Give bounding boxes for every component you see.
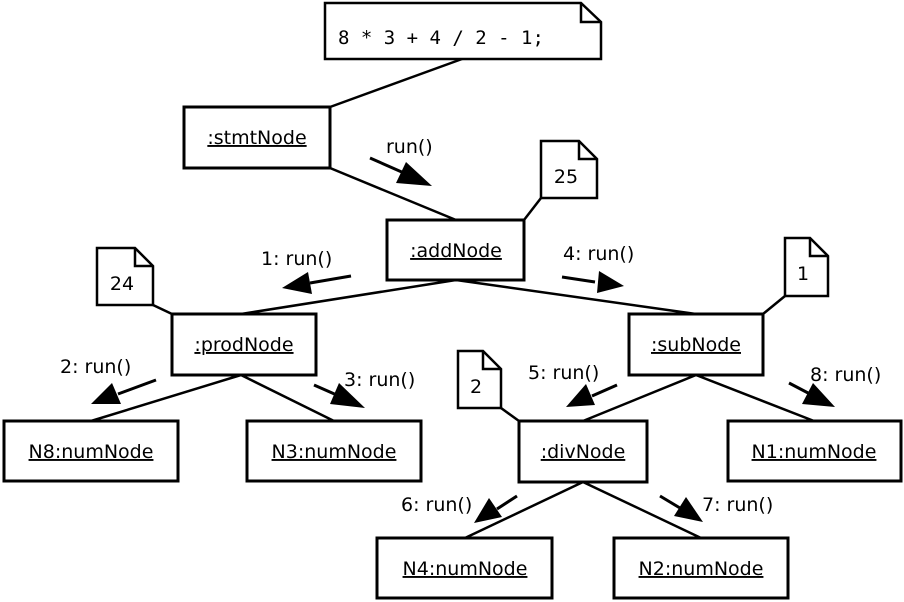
connectors <box>90 57 815 540</box>
node-n4: N4:numNode <box>375 536 554 600</box>
message-label-7: 7: run() <box>702 494 773 516</box>
node-n1: N1:numNode <box>726 419 903 483</box>
result-note-sub: 1 <box>783 236 830 298</box>
link-add-sub <box>455 278 697 316</box>
link-sub-n1 <box>695 373 815 423</box>
node-n2-label: N2:numNode <box>639 558 764 580</box>
link-add-prod <box>240 278 457 316</box>
message-arrow-6 <box>474 494 518 523</box>
node-n4-label: N4:numNode <box>403 558 528 580</box>
message-label-8: 8: run() <box>810 364 881 386</box>
message-arrow-5 <box>566 383 618 407</box>
node-prod: :prodNode <box>170 312 318 377</box>
result-note-add: 25 <box>539 139 599 200</box>
message-label-0: run() <box>386 136 433 158</box>
message-arrow-8 <box>788 381 835 407</box>
node-n2: N2:numNode <box>612 536 790 600</box>
link-note24-prod <box>152 303 173 316</box>
node-sub: :subNode <box>627 312 765 377</box>
statement-text: 8 * 3 + 4 / 2 - 1; <box>338 27 544 49</box>
link-note-stmt <box>329 57 463 109</box>
message-arrow-3 <box>313 383 365 408</box>
node-add-label: :addNode <box>410 240 502 262</box>
result-note-div-text: 2 <box>470 376 482 398</box>
link-note25-add <box>523 197 542 221</box>
node-div: :divNode <box>517 419 649 484</box>
statement-note: 8 * 3 + 4 / 2 - 1; <box>323 1 603 61</box>
result-note-div: 2 <box>456 349 503 410</box>
link-stmt-add <box>329 166 457 222</box>
link-prod-n8 <box>90 373 242 423</box>
link-div-n4 <box>464 480 584 540</box>
node-n3: N3:numNode <box>245 419 423 483</box>
message-label-2: 2: run() <box>60 356 131 378</box>
result-note-sub-text: 1 <box>797 263 809 285</box>
message-label-4: 4: run() <box>563 243 634 265</box>
node-add: :addNode <box>385 218 526 282</box>
node-stmt: :stmtNode <box>182 105 332 170</box>
node-div-label: :divNode <box>541 441 626 463</box>
message-arrow-0 <box>369 156 432 186</box>
node-n8-label: N8:numNode <box>29 441 154 463</box>
result-note-add-text: 25 <box>554 166 578 188</box>
node-n8: N8:numNode <box>2 419 180 483</box>
node-n1-label: N1:numNode <box>752 441 877 463</box>
link-note2-div <box>500 406 520 423</box>
link-sub-div <box>582 373 697 423</box>
link-div-n2 <box>582 480 702 540</box>
message-label-3: 3: run() <box>344 369 415 391</box>
result-note-prod: 24 <box>95 246 155 307</box>
result-note-prod-text: 24 <box>110 273 134 295</box>
link-note1-sub <box>762 295 786 315</box>
node-prod-label: :prodNode <box>194 334 293 356</box>
link-prod-n3 <box>240 373 335 423</box>
message-arrow-2 <box>91 378 157 404</box>
message-label-1: 1: run() <box>261 248 332 270</box>
message-label-6: 6: run() <box>401 494 472 516</box>
node-stmt-label: :stmtNode <box>207 127 306 149</box>
message-arrow-4 <box>561 271 624 293</box>
message-arrow-1 <box>282 272 352 294</box>
node-sub-label: :subNode <box>651 334 741 356</box>
message-arrow-7 <box>659 494 703 522</box>
node-n3-label: N3:numNode <box>272 441 397 463</box>
message-label-5: 5: run() <box>528 362 599 384</box>
